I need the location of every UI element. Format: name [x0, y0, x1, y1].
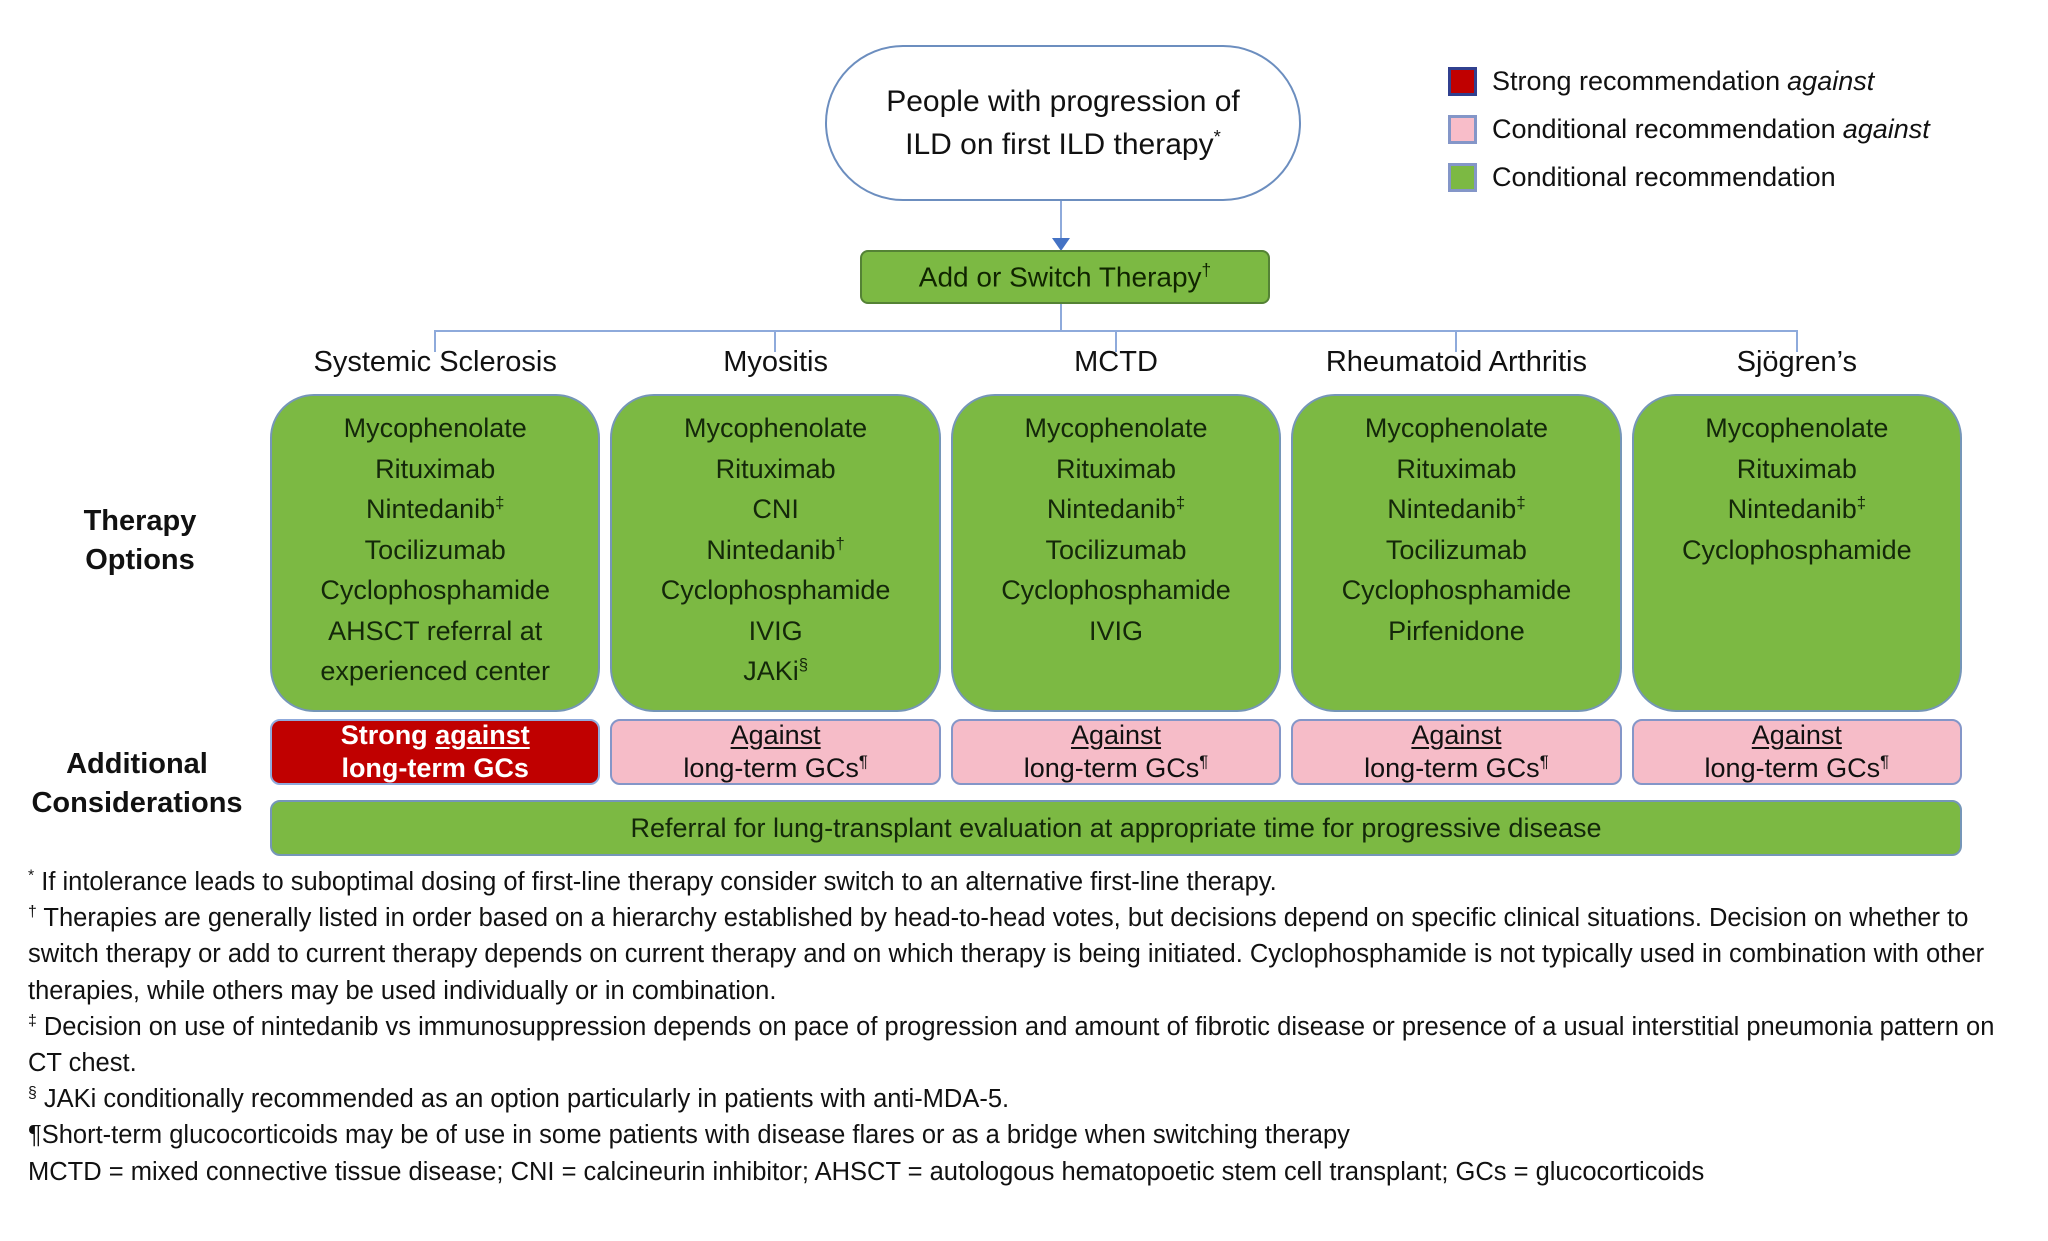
footnote: MCTD = mixed connective tissue disease; … [28, 1157, 1705, 1186]
therapy-item: Tocilizumab [364, 534, 506, 565]
footnote: † Therapies are generally listed in orde… [28, 903, 1985, 1005]
legend-label: Conditional recommendation [1492, 162, 1836, 192]
legend-swatch-icon [1448, 163, 1477, 192]
therapy-item: Cyclophosphamide [660, 575, 891, 605]
therapy-item: Cyclophosphamide [1341, 575, 1572, 605]
footnote: ‡ Decision on use of nintedanib vs immun… [28, 1012, 1995, 1078]
therapy-item: Nintedanib† [706, 533, 845, 565]
therapy-item: IVIG [748, 615, 803, 646]
row-label-additional-considerations: Additional Considerations [31, 748, 243, 820]
therapy-item: Mycophenolate [343, 413, 527, 443]
therapy-item: Mycophenolate [1364, 413, 1548, 443]
therapy-item: JAKi§ [743, 655, 809, 686]
therapy-item: IVIG [1089, 615, 1144, 646]
gc-line2: long-term GCs¶ [1364, 752, 1549, 783]
start-node: People with progression of ILD on first … [825, 45, 1301, 201]
action-label: Add or Switch Therapy† [918, 260, 1212, 293]
gc-line2: long-term GCs¶ [683, 752, 868, 783]
column-header: Rheumatoid Arthritis [1325, 346, 1587, 378]
therapy-item: Rituximab [715, 453, 836, 484]
start-node-label: People with progression of ILD on first … [886, 84, 1240, 162]
therapy-item: Mycophenolate [1705, 413, 1889, 443]
therapy-item: Cyclophosphamide [1682, 534, 1912, 565]
therapy-item: Rituximab [1055, 453, 1177, 484]
therapy-item: Mycophenolate [684, 413, 868, 443]
column-header: Sjögren’s [1736, 346, 1858, 378]
footnotes: * If intolerance leads to suboptimal dos… [28, 864, 2026, 1190]
legend-swatch-icon [1448, 67, 1477, 96]
column-header: Systemic Sclerosis [313, 346, 557, 378]
referral-bar: Referral for lung-transplant evaluation … [270, 800, 1962, 856]
gc-line2: long-term GCs [341, 753, 529, 783]
therapy-item: CNI [752, 494, 799, 524]
therapy-item: Rituximab [375, 453, 496, 484]
gc-line1: Strong against [340, 720, 530, 751]
therapy-item: Nintedanib‡ [1046, 493, 1186, 524]
gc-line1: Against [1411, 720, 1502, 751]
therapy-item: AHSCT referral at experienced center [320, 615, 551, 687]
therapy-item: Nintedanib‡ [1387, 493, 1526, 524]
therapy-item: Nintedanib‡ [366, 493, 505, 524]
add-or-switch-therapy-node: Add or Switch Therapy† [860, 250, 1270, 304]
gc-line2: long-term GCs¶ [1704, 752, 1890, 783]
row-label-therapy-options: Therapy Options [83, 505, 197, 577]
therapy-item: Rituximab [1736, 453, 1857, 484]
therapy-item: Tocilizumab [1045, 534, 1187, 565]
gc-line1: Against [1070, 720, 1162, 751]
therapy-item: Rituximab [1396, 453, 1517, 484]
gc-line2: long-term GCs¶ [1023, 752, 1209, 783]
gc-line1: Against [730, 720, 821, 751]
legend-item: Conditional recommendation [1448, 162, 1930, 193]
therapy-item: Cyclophosphamide [320, 575, 551, 605]
footnote: § JAKi conditionally recommended as an o… [28, 1084, 1010, 1114]
therapy-item: Nintedanib‡ [1727, 493, 1867, 524]
footnote: ¶Short-term glucocorticoids may be of us… [28, 1121, 1350, 1150]
therapy-item: Pirfenidone [1388, 615, 1525, 646]
column-header: Myositis [723, 346, 828, 378]
gc-line1: Against [1751, 720, 1842, 751]
therapy-item: Cyclophosphamide [1001, 575, 1231, 605]
column-header: MCTD [1074, 346, 1158, 378]
therapy-item: Mycophenolate [1024, 413, 1208, 443]
therapy-item: Tocilizumab [1385, 534, 1527, 565]
footnote: * If intolerance leads to suboptimal dos… [28, 867, 1277, 897]
legend-swatch-icon [1448, 115, 1477, 144]
